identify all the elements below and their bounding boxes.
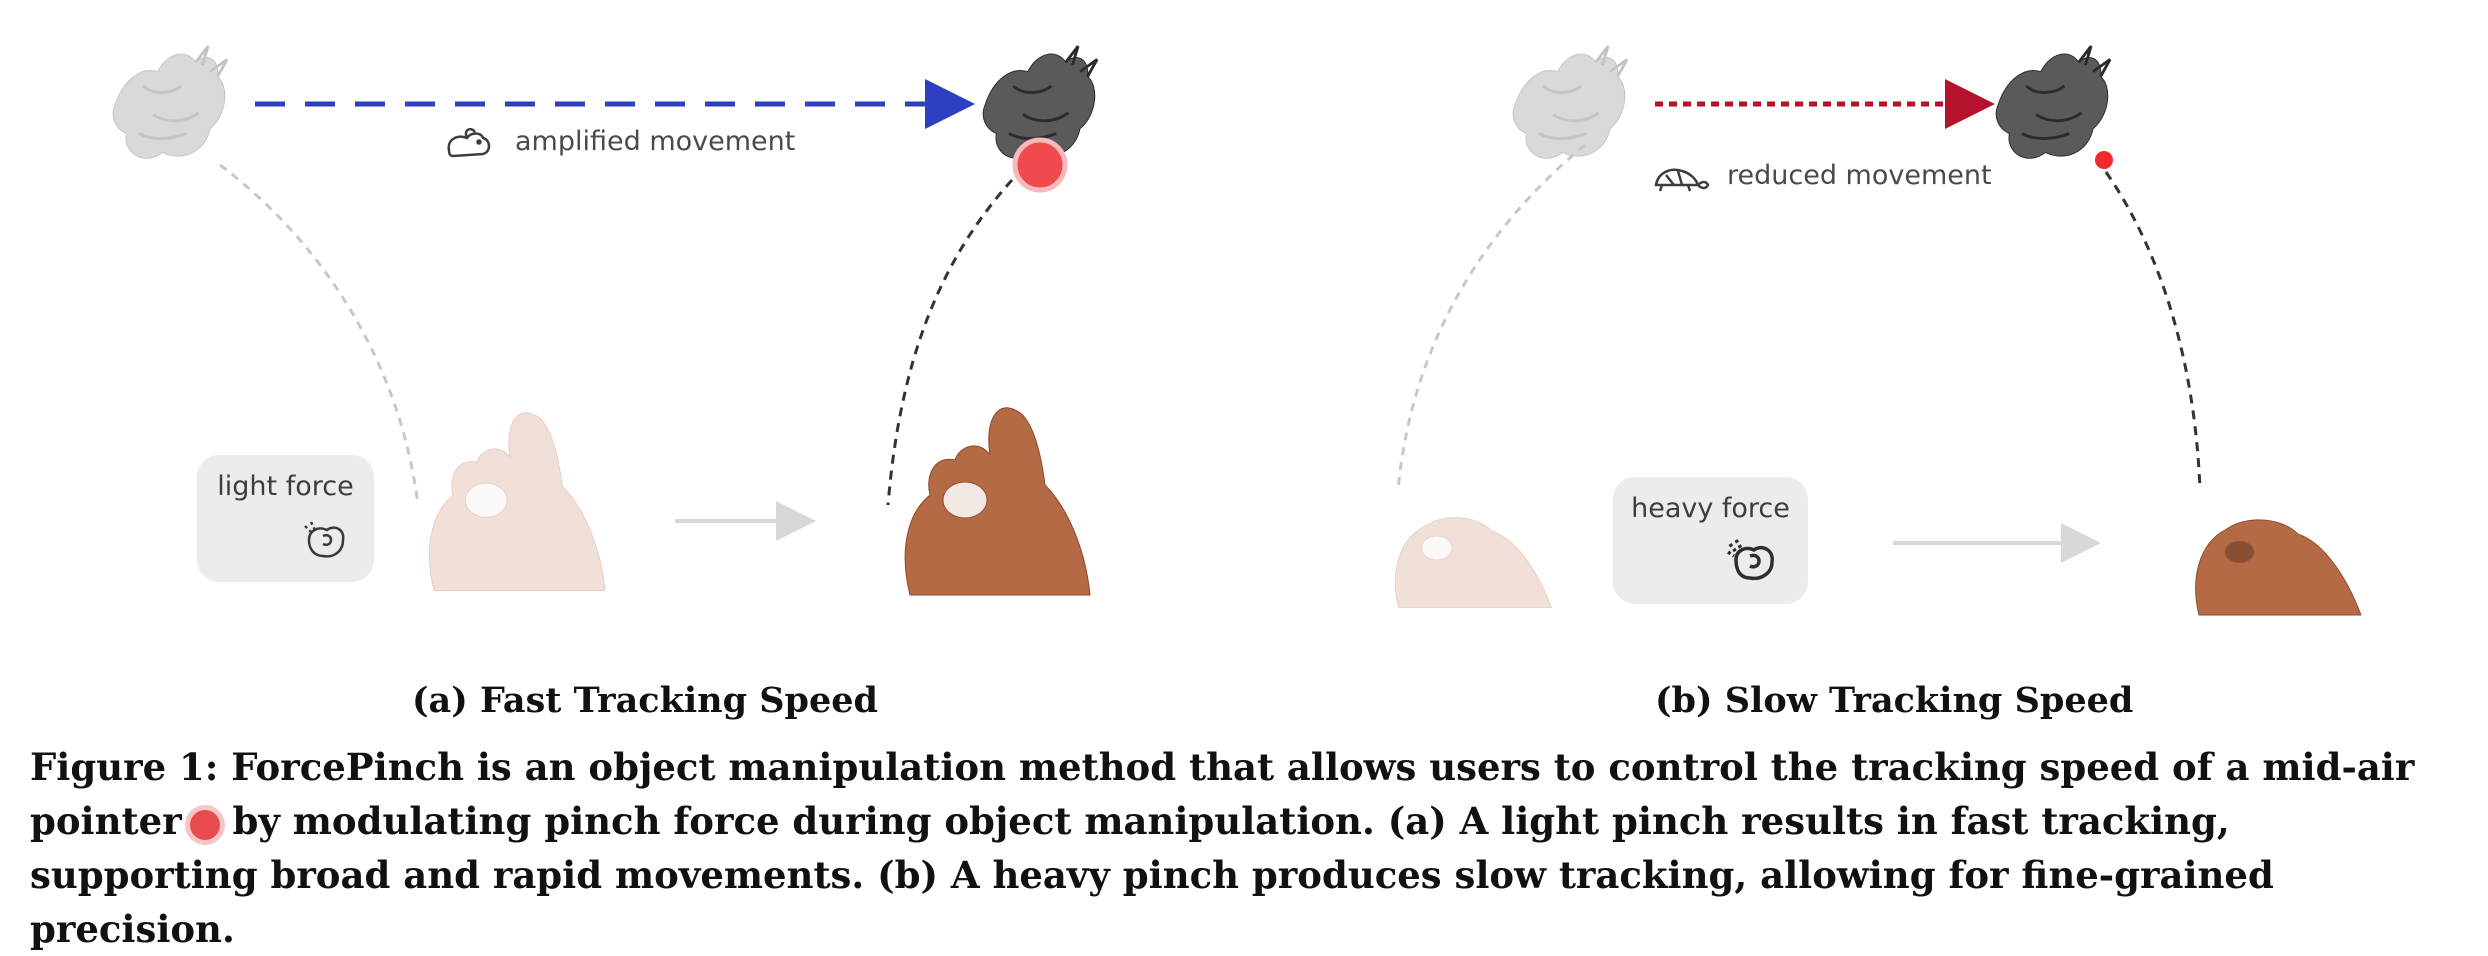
reduced-movement-label: reduced movement <box>1727 160 1992 191</box>
light-force-box: light force <box>197 455 374 582</box>
light-force-label: light force <box>217 471 354 502</box>
hand-real-b <box>2195 519 2362 616</box>
trajectory-ghost-b <box>1396 143 1586 491</box>
trajectory-ghost-a <box>219 163 420 506</box>
figure-illustration <box>111 44 2362 616</box>
amplified-movement-label: amplified movement <box>515 126 796 157</box>
pointer-icon <box>189 809 220 840</box>
subcaption-a: (a) Fast Tracking Speed <box>412 680 878 721</box>
dragon-target-b <box>1994 44 2112 160</box>
panel-b <box>1395 44 2362 616</box>
pointer-small <box>2095 151 2113 169</box>
rabbit-icon <box>447 127 491 158</box>
hand-ghost-a <box>428 412 606 591</box>
caption-line1: Figure 1: ForcePinch is an object manipu… <box>30 745 2415 843</box>
subcaption-b: (b) Slow Tracking Speed <box>1655 680 2134 721</box>
dragon-ghost-b <box>1511 44 1629 160</box>
pointer-large <box>1012 137 1068 193</box>
heavy-force-label: heavy force <box>1631 493 1790 524</box>
hand-ghost-b <box>1395 517 1553 608</box>
dragon-ghost-a <box>111 44 229 160</box>
hand-real-a <box>904 407 1091 596</box>
heavy-force-box: heavy force <box>1613 477 1808 604</box>
figure-caption: Figure 1: ForcePinch is an object manipu… <box>30 740 2470 956</box>
turtle-icon <box>1654 168 1710 192</box>
caption-rest: by modulating pinch force during object … <box>30 799 2274 951</box>
trajectory-real-a <box>886 178 1014 506</box>
trajectory-real-b <box>2104 171 2202 491</box>
